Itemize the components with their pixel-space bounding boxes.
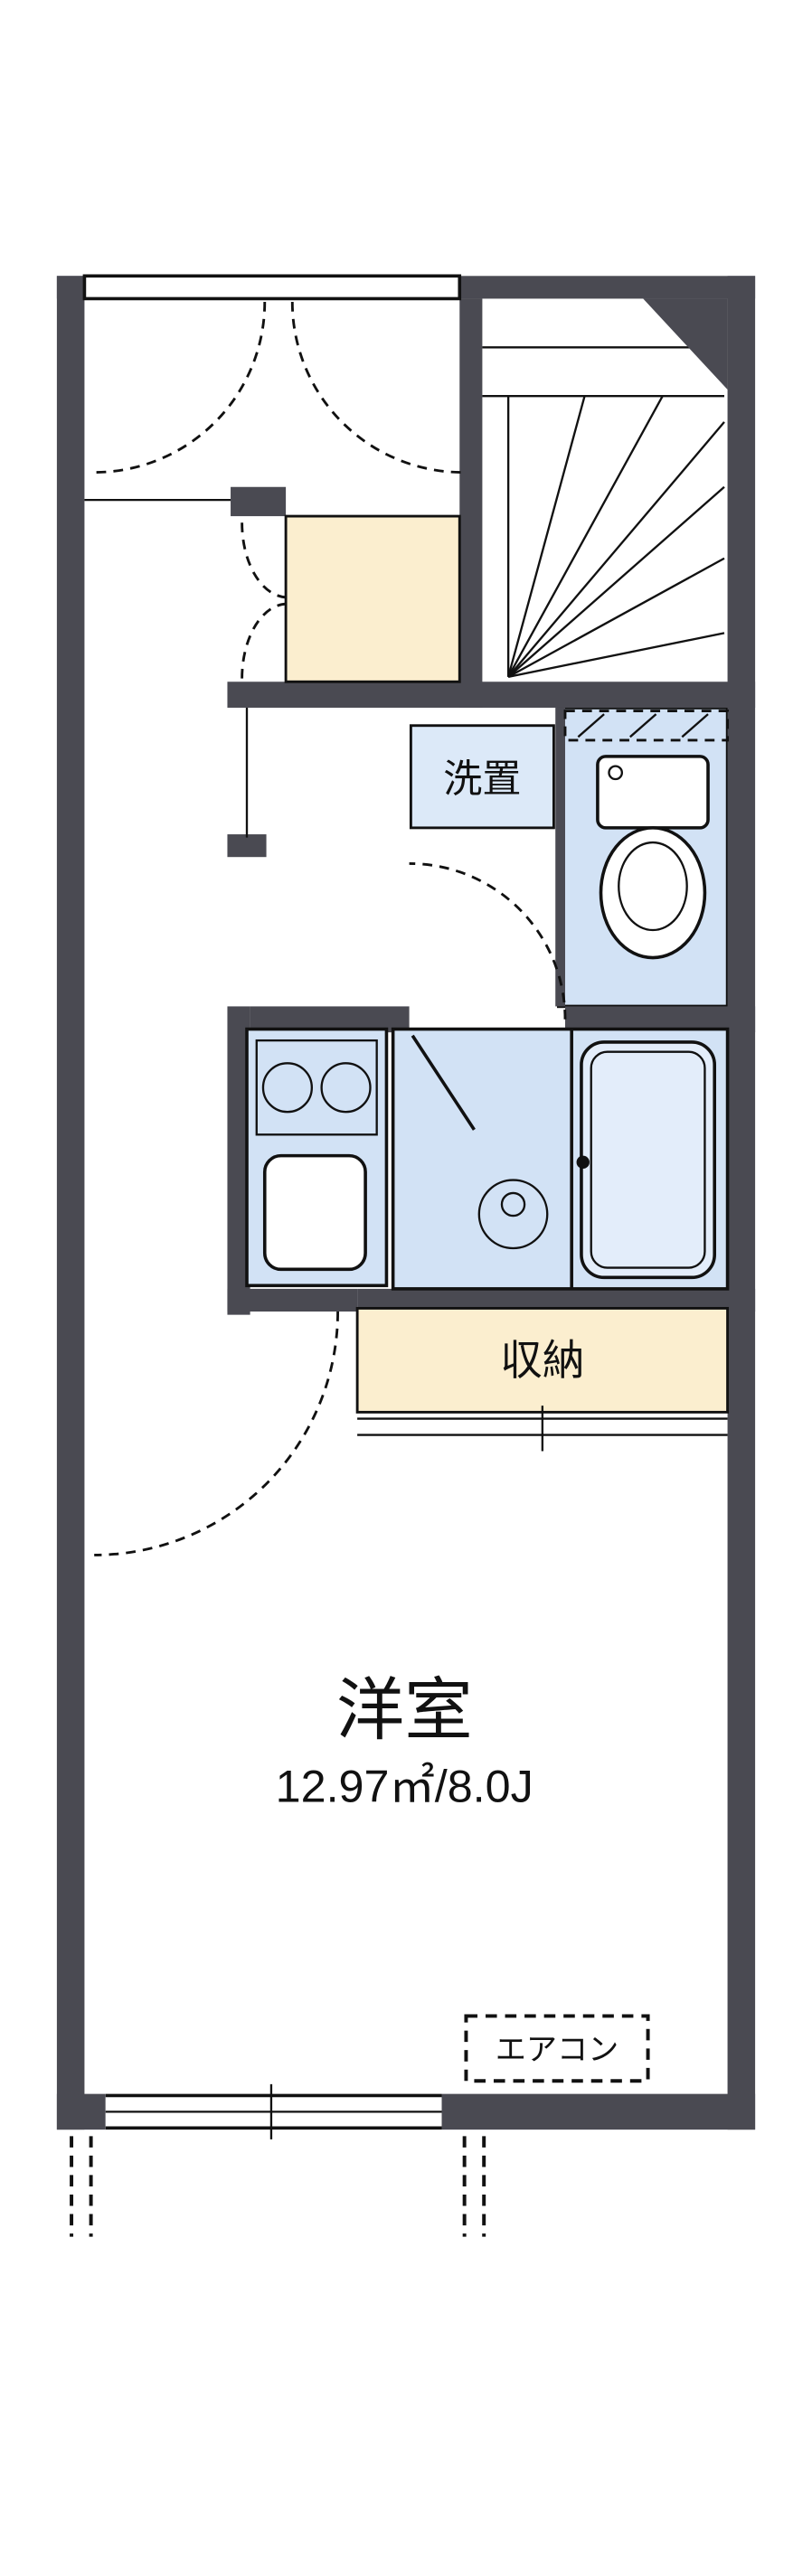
room-size-label: 12.97㎡/8.0J (276, 1760, 533, 1811)
washer-label: 洗置 (443, 757, 521, 801)
walls (56, 276, 756, 2130)
washer-pan (409, 724, 555, 830)
shoe-cabinet-door-lower (241, 602, 288, 679)
bath-stool-icon (477, 1179, 549, 1250)
toilet-room (563, 710, 730, 960)
shoe-cabinet-door-upper (241, 522, 288, 599)
wall-step-stub (227, 834, 267, 858)
wall-bottom-left-stub (56, 2093, 106, 2130)
aircon-label: エアコン (496, 2033, 618, 2067)
aircon-box: エアコン (464, 2014, 650, 2083)
room-name-label: 洋室 (336, 1672, 473, 1748)
bathtub-icon (580, 1040, 717, 1280)
toilet-icon (596, 755, 710, 960)
washroom: 洗置 (245, 707, 567, 1020)
bath-door-leaf (411, 1034, 476, 1131)
window (105, 2083, 442, 2139)
room-door-swing (94, 1312, 340, 1556)
stove-burner-right-icon (320, 1062, 372, 1114)
bathtub-inner-line (590, 1050, 706, 1269)
entry-hall (241, 514, 461, 683)
wall-right (727, 276, 756, 2130)
kitchen (245, 1027, 389, 1288)
boundary-dashes (70, 2136, 486, 2237)
wall-below-kitchen (227, 1288, 358, 1312)
wall-bottom-right (441, 2093, 756, 2130)
entry-hall-floor (284, 514, 461, 683)
washroom-door-swing (409, 861, 567, 1020)
wall-left (56, 276, 85, 2130)
entrance-door-swing-left (94, 302, 267, 475)
main-room: 洋室 12.97㎡/8.0J エアコン (94, 1312, 650, 2083)
wall-mid-horizontal (227, 682, 756, 708)
entrance-doors (82, 274, 463, 502)
wall-stair-divider (459, 298, 483, 708)
bath-drain-icon (500, 1191, 526, 1217)
bathroom (391, 1027, 730, 1291)
wall-toilet-divider (555, 707, 565, 1007)
storage-box (355, 1307, 730, 1414)
overhead-shelf (563, 710, 730, 742)
sink-icon (262, 1153, 367, 1272)
storage-closet: 収納 (355, 1307, 730, 1452)
entrance-door-swing-right (290, 302, 463, 475)
wall-top-right (459, 276, 756, 299)
stove-frame (255, 1039, 378, 1136)
wall-entry-stub (231, 486, 287, 517)
bathtub-handle-dot (576, 1155, 590, 1170)
entrance-door-frame (82, 274, 462, 301)
storage-label: 収納 (500, 1337, 584, 1384)
stove-burner-left-icon (261, 1062, 314, 1114)
